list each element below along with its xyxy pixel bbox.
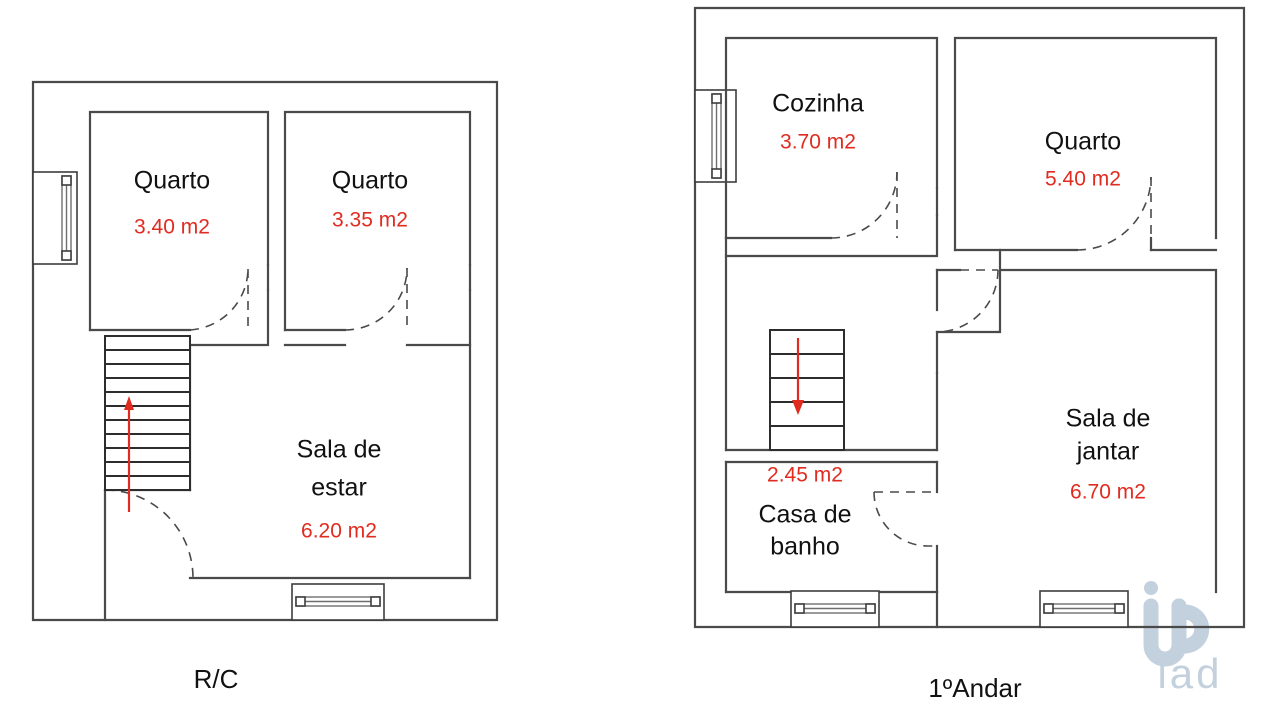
label-banho-name-line2: banho xyxy=(770,533,840,561)
label-sala-estar-area: 6.20 m2 xyxy=(301,520,377,543)
stair-down-arrow-head xyxy=(792,400,804,415)
watermark-d-bowl xyxy=(1171,604,1210,654)
window-bottom-exterior-ground xyxy=(291,583,385,621)
label-quarto-first-area: 5.40 m2 xyxy=(1045,168,1121,191)
label-sala-jantar-name-line2: jantar xyxy=(1076,438,1140,466)
plan-first-floor: Cozinha 3.70 m2 Quarto 5.40 m2 2.45 m2 C… xyxy=(693,6,1246,703)
quarto1-door-swing xyxy=(189,268,249,331)
label-quarto2-area: 3.35 m2 xyxy=(332,209,408,232)
window-bottom-right-first xyxy=(1039,590,1129,628)
watermark-brand-text: iad xyxy=(1157,650,1222,697)
quarto2-walls xyxy=(283,110,472,332)
label-cozinha-name: Cozinha xyxy=(772,90,864,118)
staircase-first-floor xyxy=(769,329,845,451)
label-sala-jantar-area: 6.70 m2 xyxy=(1070,481,1146,504)
label-banho-area: 2.45 m2 xyxy=(767,464,843,487)
quarto1-walls xyxy=(88,110,270,332)
sala-jantar-boundary xyxy=(998,268,1218,594)
label-sala-jantar-name-line1: Sala de xyxy=(1066,405,1151,433)
cozinha-walls xyxy=(724,36,939,240)
caption-ground-floor: R/C xyxy=(194,664,239,694)
corridor-wall-left xyxy=(188,288,270,347)
window-bottom-left-first xyxy=(790,590,880,628)
label-quarto1-area: 3.40 m2 xyxy=(134,216,210,239)
label-sala-estar-name-line2: estar xyxy=(311,474,367,502)
label-quarto-first-name: Quarto xyxy=(1045,128,1121,156)
quarto2-door-swing xyxy=(344,267,408,331)
quarto-first-walls xyxy=(953,36,1218,252)
ground-floor-outer-wall xyxy=(31,80,499,622)
watermark-dot xyxy=(1144,581,1158,595)
cozinha-door-swing xyxy=(830,171,898,239)
corridor-wall-right xyxy=(405,288,472,347)
label-banho-name-line1: Casa de xyxy=(758,501,851,529)
entry-door-swing xyxy=(104,489,194,579)
label-quarto1-name: Quarto xyxy=(134,167,210,195)
window-left-exterior-first xyxy=(694,89,737,183)
hall-door-swing xyxy=(936,269,999,333)
sala-jantar-upper-left-wall xyxy=(935,248,1002,334)
hall-top-wall-left xyxy=(724,213,939,258)
label-sala-estar-name-line1: Sala de xyxy=(297,436,382,464)
caption-first-floor: 1ºAndar xyxy=(928,673,1022,703)
banho-door-swing xyxy=(873,491,937,547)
label-cozinha-area: 3.70 m2 xyxy=(780,131,856,154)
iad-logo-watermark: iad xyxy=(1143,581,1222,697)
window-left-exterior-ground xyxy=(32,171,78,265)
first-floor-outer-wall xyxy=(693,6,1246,629)
plan-ground-floor: Quarto 3.40 m2 Quarto 3.35 m2 Sala de es… xyxy=(31,80,499,694)
quarto-first-door-swing xyxy=(1076,176,1152,251)
stair-up-arrow-head xyxy=(124,396,134,410)
label-quarto2-name: Quarto xyxy=(332,167,408,195)
staircase-ground-floor xyxy=(104,329,191,512)
